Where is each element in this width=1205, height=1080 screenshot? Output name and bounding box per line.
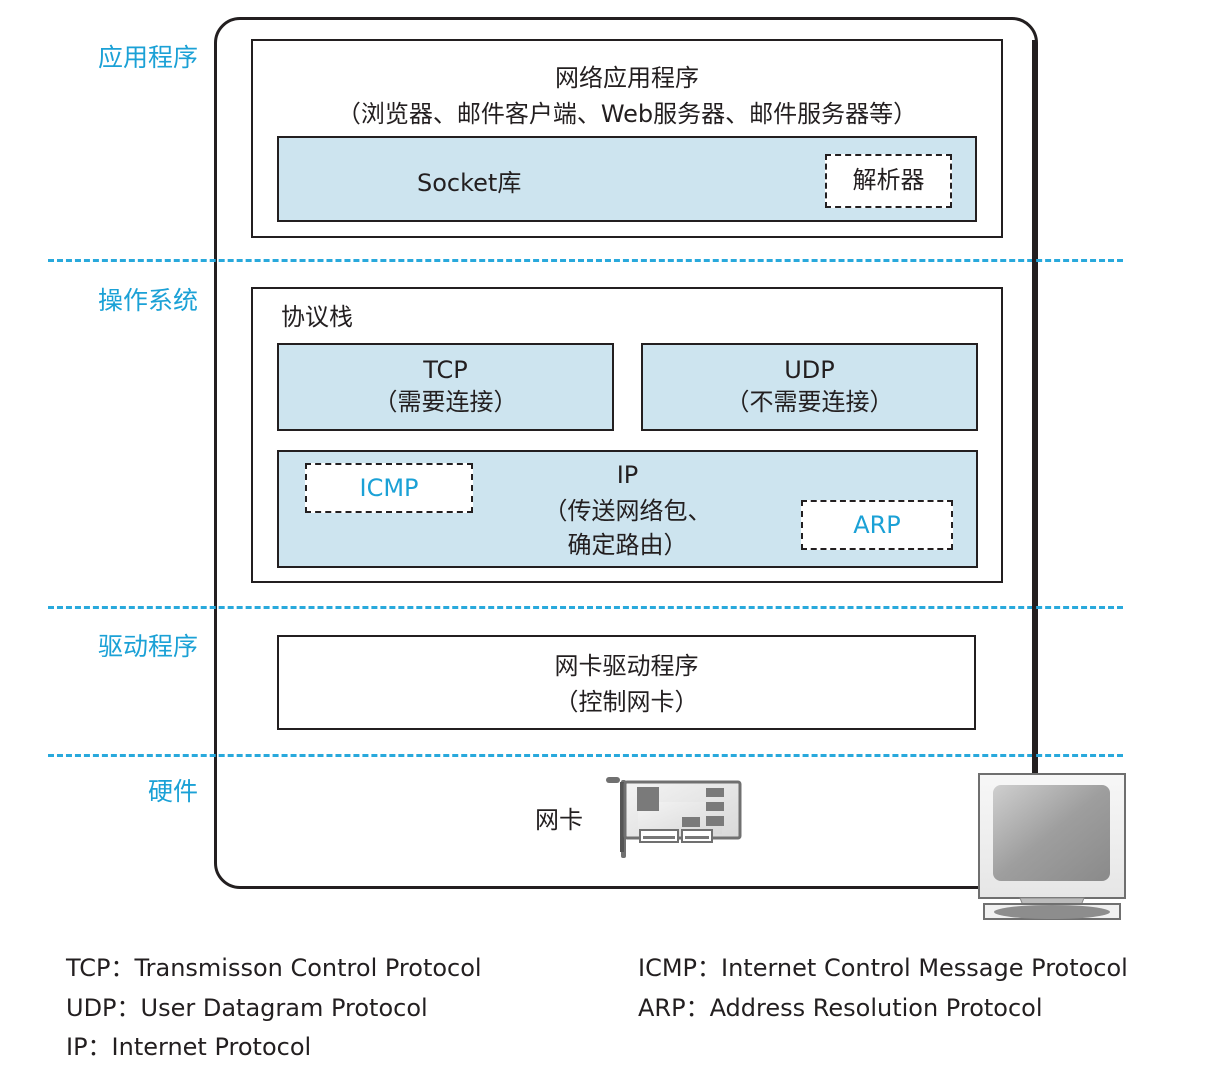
tcp-box: TCP （需要连接） <box>277 343 614 431</box>
tcp-name: TCP <box>423 356 468 384</box>
ip-desc-line2: 确定路由） <box>567 531 688 559</box>
ip-box: IP （传送网络包、 确定路由） ICMP ARP <box>277 450 978 568</box>
legend-tcp: TCP：Transmisson Control Protocol <box>66 954 482 982</box>
arp-label: ARP <box>853 511 901 539</box>
nic-driver-subtitle: （控制网卡） <box>554 688 699 716</box>
layer-label-hardware: 硬件 <box>147 777 198 806</box>
legend-udp: UDP：User Datagram Protocol <box>66 994 428 1022</box>
network-application-subtitle: （浏览器、邮件客户端、Web服务器、邮件服务器等） <box>336 100 918 128</box>
tcp-desc: （需要连接） <box>373 388 518 416</box>
legend-ip: IP：Internet Protocol <box>66 1033 312 1061</box>
network-application-box: 网络应用程序 （浏览器、邮件客户端、Web服务器、邮件服务器等） Socket库… <box>251 39 1003 238</box>
protocol-stack-title: 协议栈 <box>281 303 353 331</box>
arp-box: ARP <box>801 500 953 550</box>
layer-label-os: 操作系统 <box>97 286 198 315</box>
ip-name: IP <box>616 461 639 489</box>
resolver-box: 解析器 <box>825 154 952 208</box>
legend-arp: ARP：Address Resolution Protocol <box>638 994 1043 1022</box>
udp-desc: （不需要连接） <box>725 388 894 416</box>
icmp-box: ICMP <box>305 463 473 513</box>
layer-divider-app-os <box>48 259 1123 262</box>
network-card-icon <box>606 777 742 858</box>
nic-label: 网卡 <box>535 806 583 834</box>
protocol-stack-box: 协议栈 TCP （需要连接） UDP （不需要连接） IP （传送网络包、 确定… <box>251 287 1003 583</box>
udp-name: UDP <box>784 356 835 384</box>
layer-divider-os-driver <box>48 606 1123 609</box>
socket-library-box: Socket库 解析器 <box>277 136 977 222</box>
socket-library-label: Socket库 <box>417 169 522 197</box>
ip-desc-line1: （传送网络包、 <box>543 497 712 525</box>
computer-boundary <box>214 17 1038 889</box>
legend-icmp: ICMP：Internet Control Message Protocol <box>638 954 1128 982</box>
resolver-label: 解析器 <box>852 166 925 194</box>
monitor-cable <box>1032 40 1035 775</box>
icmp-label: ICMP <box>359 474 419 502</box>
nic-driver-box: 网卡驱动程序 （控制网卡） <box>277 635 976 730</box>
layer-label-driver: 驱动程序 <box>97 632 198 661</box>
network-application-title: 网络应用程序 <box>555 64 699 92</box>
nic-driver-title: 网卡驱动程序 <box>554 652 699 680</box>
udp-box: UDP （不需要连接） <box>641 343 978 431</box>
layer-label-application: 应用程序 <box>97 43 198 72</box>
computer-monitor-icon <box>978 773 1126 920</box>
layer-divider-driver-hardware <box>48 754 1123 757</box>
